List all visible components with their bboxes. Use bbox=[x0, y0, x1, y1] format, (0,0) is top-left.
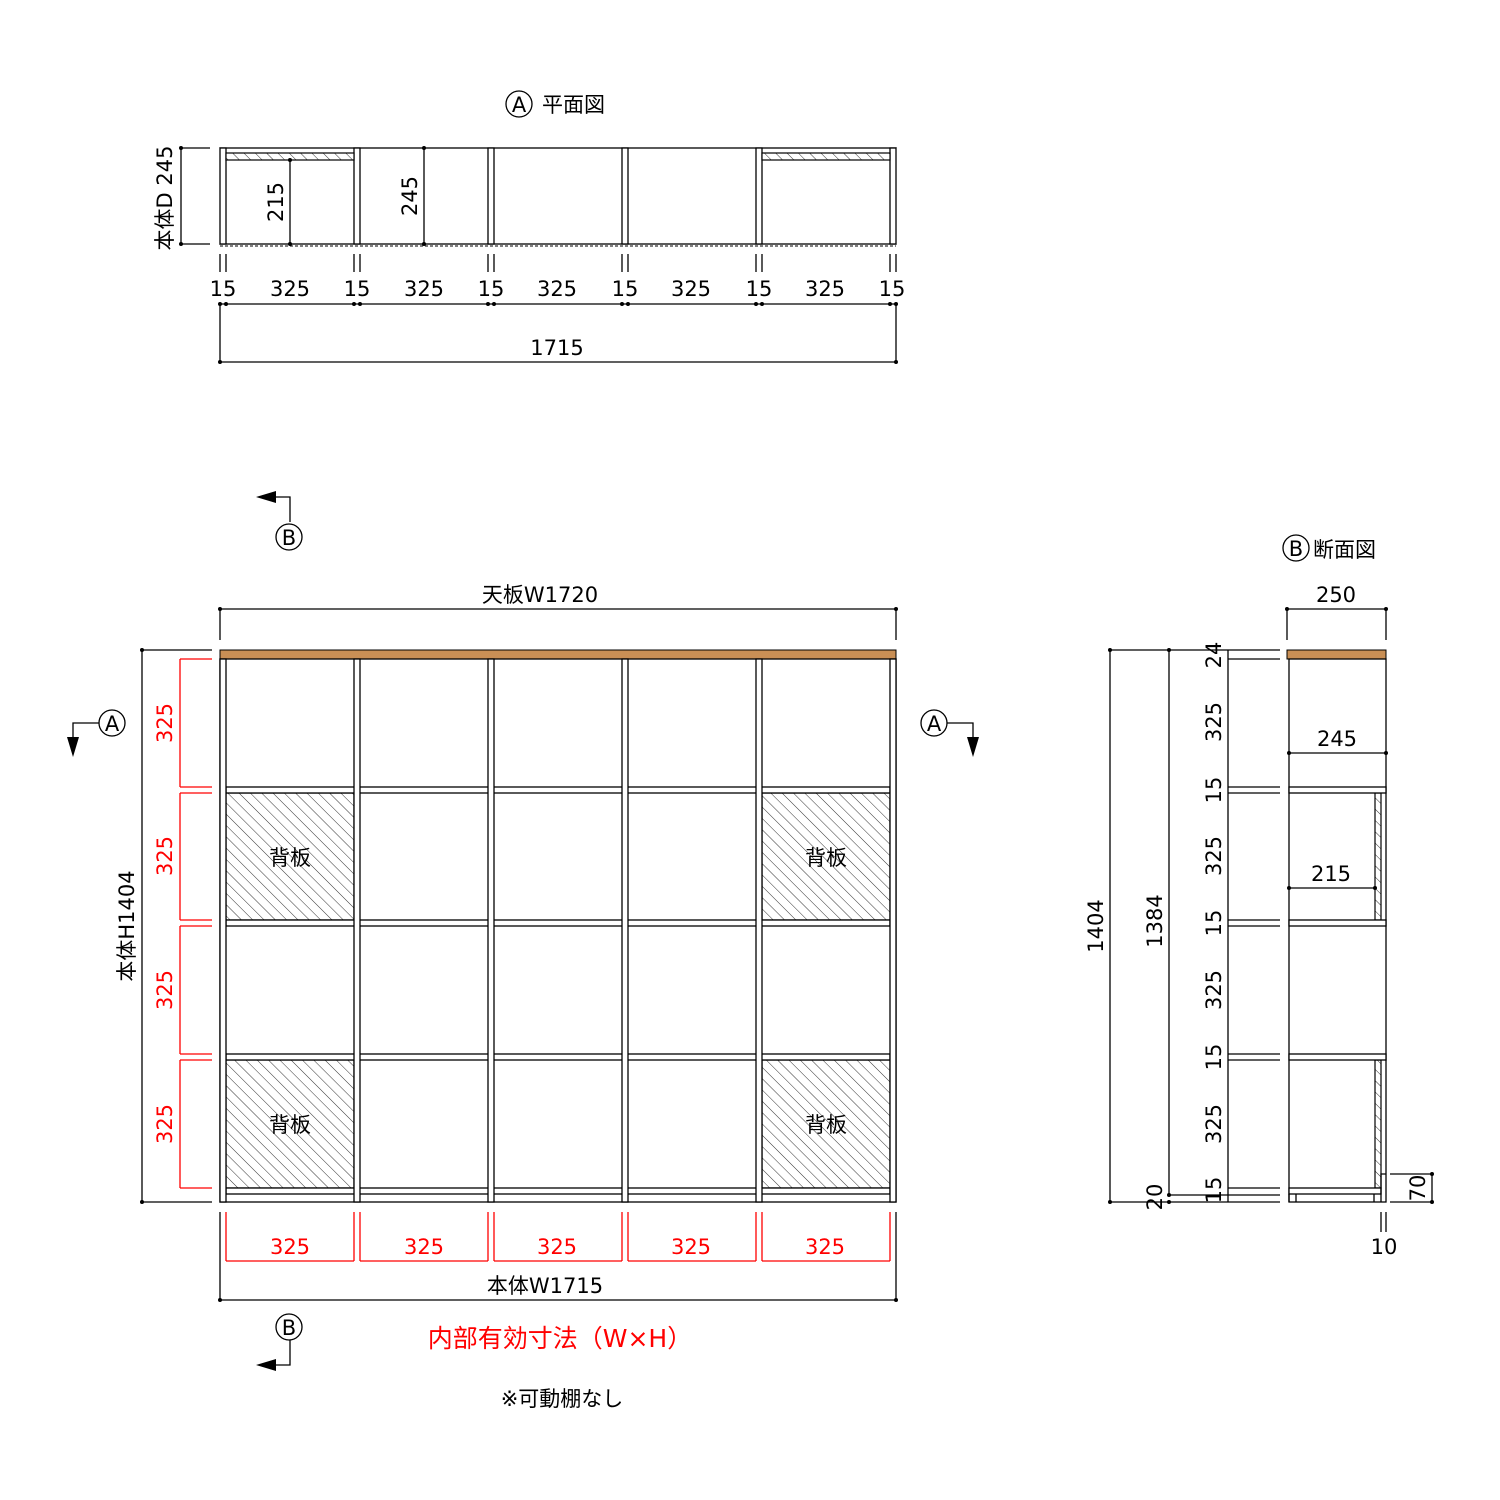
section-marker: B bbox=[1289, 537, 1303, 561]
top-board bbox=[219, 649, 897, 660]
inner-dimension-caption: 内部有効寸法（W×H） bbox=[428, 1324, 692, 1353]
stack-dim: 325 bbox=[1202, 1104, 1226, 1144]
section-body bbox=[1288, 658, 1387, 1203]
inner-height-dims bbox=[179, 658, 212, 1189]
inner-width: 325 bbox=[270, 1235, 310, 1259]
plan-depth: 245 bbox=[398, 176, 422, 216]
section-back-panel bbox=[1374, 792, 1382, 921]
dim-label: 15 bbox=[478, 277, 505, 301]
back-panel-label: 背板 bbox=[269, 846, 311, 870]
back-panel-label: 背板 bbox=[805, 846, 847, 870]
plan-depth-label: 本体D 245 bbox=[153, 146, 177, 251]
marker-label: A bbox=[105, 712, 120, 736]
plan-marker: A bbox=[512, 93, 527, 117]
stack-dim-lines bbox=[1227, 650, 1280, 1202]
section-back-panel bbox=[1374, 1059, 1382, 1189]
total-height: 1404 bbox=[1084, 899, 1108, 952]
inner-height: 325 bbox=[153, 1104, 177, 1144]
back-panel-label: 背板 bbox=[805, 1113, 847, 1137]
marker-label: B bbox=[282, 1316, 296, 1340]
section-shelves bbox=[1288, 786, 1387, 1202]
section-top-board bbox=[1286, 649, 1387, 660]
back-panel-label: 背板 bbox=[269, 1113, 311, 1137]
inner-height: 325 bbox=[153, 836, 177, 876]
plan-partitions bbox=[219, 147, 897, 245]
dim-label: 325 bbox=[537, 277, 577, 301]
back-panel bbox=[761, 1059, 891, 1189]
plan-title: 平面図 bbox=[542, 93, 605, 117]
dim-label: 15 bbox=[746, 277, 773, 301]
section-view: B 断面図 250 245 215 1404 1384 20 24 325 15… bbox=[1084, 534, 1434, 1259]
inner-width: 325 bbox=[537, 1235, 577, 1259]
stack-dim: 15 bbox=[1202, 777, 1226, 804]
plan-outline bbox=[219, 147, 897, 245]
dim-label: 325 bbox=[404, 277, 444, 301]
inner-width: 325 bbox=[805, 1235, 845, 1259]
stack-dim: 24 bbox=[1202, 642, 1226, 669]
dim-label: 15 bbox=[210, 277, 237, 301]
plan-extension-lines bbox=[219, 254, 897, 363]
dim-label: 325 bbox=[270, 277, 310, 301]
dim-label: 325 bbox=[805, 277, 845, 301]
stack-dim: 325 bbox=[1202, 836, 1226, 876]
marker-label: B bbox=[282, 526, 296, 550]
section-marker-b-top: B bbox=[256, 491, 303, 551]
kick-height: 70 bbox=[1406, 1175, 1430, 1202]
note: ※可動棚なし bbox=[501, 1387, 624, 1411]
dim-label: 325 bbox=[671, 277, 711, 301]
stack-dim: 15 bbox=[1202, 1044, 1226, 1071]
top-width: 250 bbox=[1316, 583, 1356, 607]
plan-view: A 平面図 215 245 本体D 245 15 325 15 325 15 3… bbox=[153, 90, 906, 364]
inner-height: 325 bbox=[153, 970, 177, 1010]
body-height: 1384 bbox=[1143, 894, 1167, 947]
inner-width-dims bbox=[225, 1212, 891, 1262]
top-board-width: 天板W1720 bbox=[482, 583, 598, 607]
stack-dim: 15 bbox=[1202, 910, 1226, 937]
body-width: 本体W1715 bbox=[487, 1274, 603, 1298]
section-body-depth: 245 bbox=[1317, 727, 1357, 751]
dim-label: 15 bbox=[879, 277, 906, 301]
plan-total-width: 1715 bbox=[530, 336, 583, 360]
back-panel bbox=[225, 1059, 355, 1189]
dim-label: 15 bbox=[344, 277, 371, 301]
kick-depth: 10 bbox=[1371, 1235, 1398, 1259]
front-view: B B A A 天板W1720 背板 背板 背板 bbox=[67, 491, 979, 1411]
stack-dim: 325 bbox=[1202, 970, 1226, 1010]
plan-width-dims: 15 325 15 325 15 325 15 325 15 325 15 bbox=[210, 277, 906, 301]
section-marker-a-left: A bbox=[67, 709, 126, 757]
dim-label: 15 bbox=[612, 277, 639, 301]
inner-height: 325 bbox=[153, 703, 177, 743]
plinth-height: 20 bbox=[1143, 1184, 1167, 1211]
inner-width: 325 bbox=[404, 1235, 444, 1259]
section-marker-b-bottom: B bbox=[256, 1313, 303, 1371]
section-marker-circle bbox=[505, 90, 533, 118]
stack-dim: 15 bbox=[1202, 1177, 1226, 1204]
stack-dim: 325 bbox=[1202, 702, 1226, 742]
plan-inner-depth: 215 bbox=[264, 182, 288, 222]
inner-width: 325 bbox=[671, 1235, 711, 1259]
section-inner-depth: 215 bbox=[1311, 862, 1351, 886]
partitions bbox=[219, 658, 897, 1203]
section-marker-a-right: A bbox=[920, 709, 979, 757]
body-height: 本体H1404 bbox=[115, 870, 139, 981]
back-panel bbox=[225, 792, 355, 921]
section-title: 断面図 bbox=[1313, 538, 1376, 562]
marker-label: A bbox=[927, 712, 942, 736]
plan-back-panel bbox=[761, 152, 891, 161]
